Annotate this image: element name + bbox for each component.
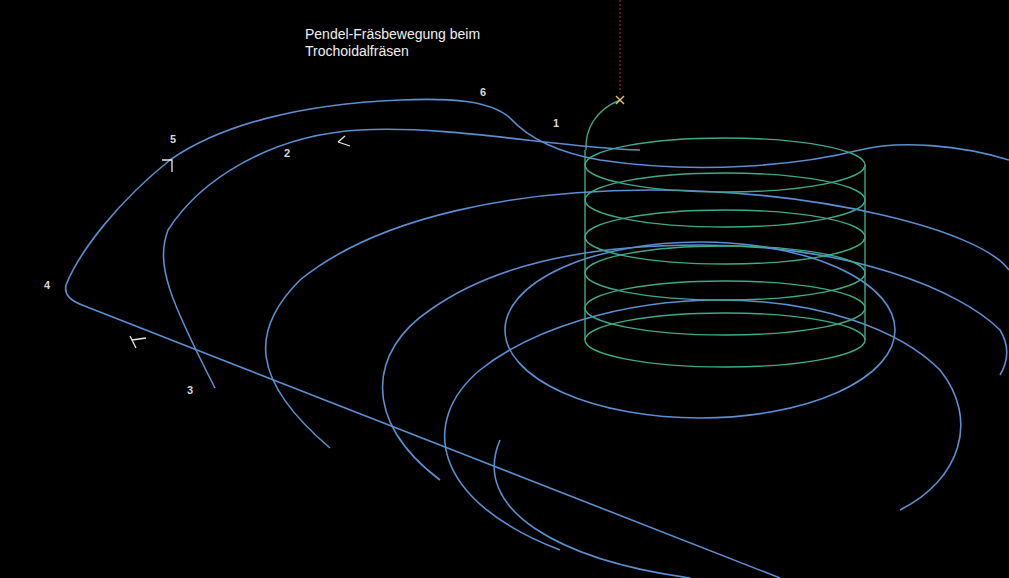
callout-number: 4 bbox=[44, 279, 50, 291]
callout-number: 1 bbox=[553, 117, 559, 129]
diagram-title: Pendel-Fräsbewegung beim Trochoidalfräse… bbox=[305, 26, 495, 60]
callout-number: 3 bbox=[187, 384, 193, 396]
callout-number: 6 bbox=[480, 86, 486, 98]
callout-number: 2 bbox=[284, 147, 290, 159]
callout-number: 5 bbox=[170, 133, 176, 145]
